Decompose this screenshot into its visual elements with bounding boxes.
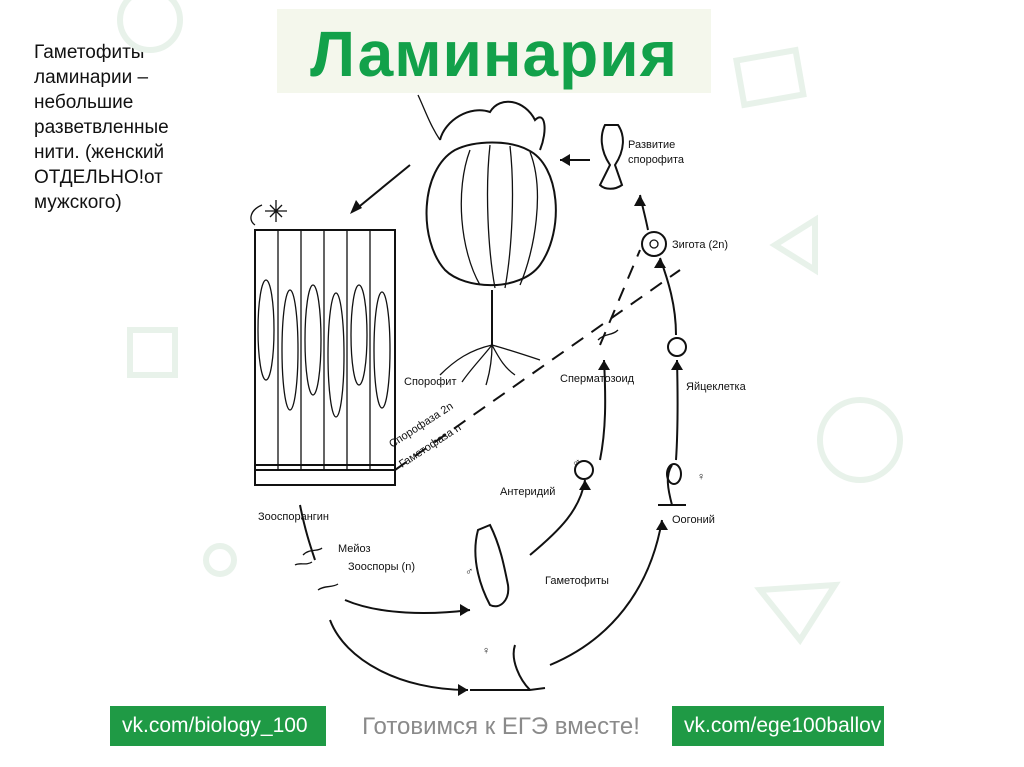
label-zygote: Зигота (2n) <box>672 239 728 251</box>
label-male-symbol-gametophyte: ♂ <box>465 566 473 578</box>
label-oogonium: Оогоний <box>672 514 715 526</box>
cycle-arrows <box>300 154 683 696</box>
label-male-symbol: ♂ <box>572 457 580 469</box>
label-antheridium: Антеридий <box>500 486 555 498</box>
label-sporophyte: Спорофит <box>404 376 457 388</box>
zoosporangia-tissue-illustration <box>251 200 395 485</box>
background-decor <box>120 0 900 640</box>
label-zoospores: Зооспоры (n) <box>348 561 415 573</box>
label-female-symbol: ♀ <box>697 471 705 483</box>
label-gametophytes: Гаметофиты <box>545 575 609 587</box>
footer-right-badge: vk.com/ege100ballov <box>672 706 884 746</box>
sporophyte-illustration <box>418 95 556 385</box>
label-egg: Яйцеклетка <box>686 381 747 393</box>
footer-left-link[interactable]: vk.com/biology_100 <box>110 706 326 746</box>
label-meiosis: Мейоз <box>338 543 371 555</box>
label-female-symbol-gametophyte: ♀ <box>482 645 490 657</box>
footer-left-badge: vk.com/biology_100 <box>110 706 326 746</box>
label-sporophyte-development-2: спорофита <box>628 154 685 166</box>
label-zoosporangium: Зооспорангин <box>258 511 329 523</box>
footer-slogan: Готовимся к ЕГЭ вместе! <box>336 708 666 746</box>
label-sperm: Сперматозоид <box>560 373 635 385</box>
footer-right-link[interactable]: vk.com/ege100ballov <box>672 706 884 746</box>
label-sporophyte-development-1: Развитие <box>628 139 675 151</box>
